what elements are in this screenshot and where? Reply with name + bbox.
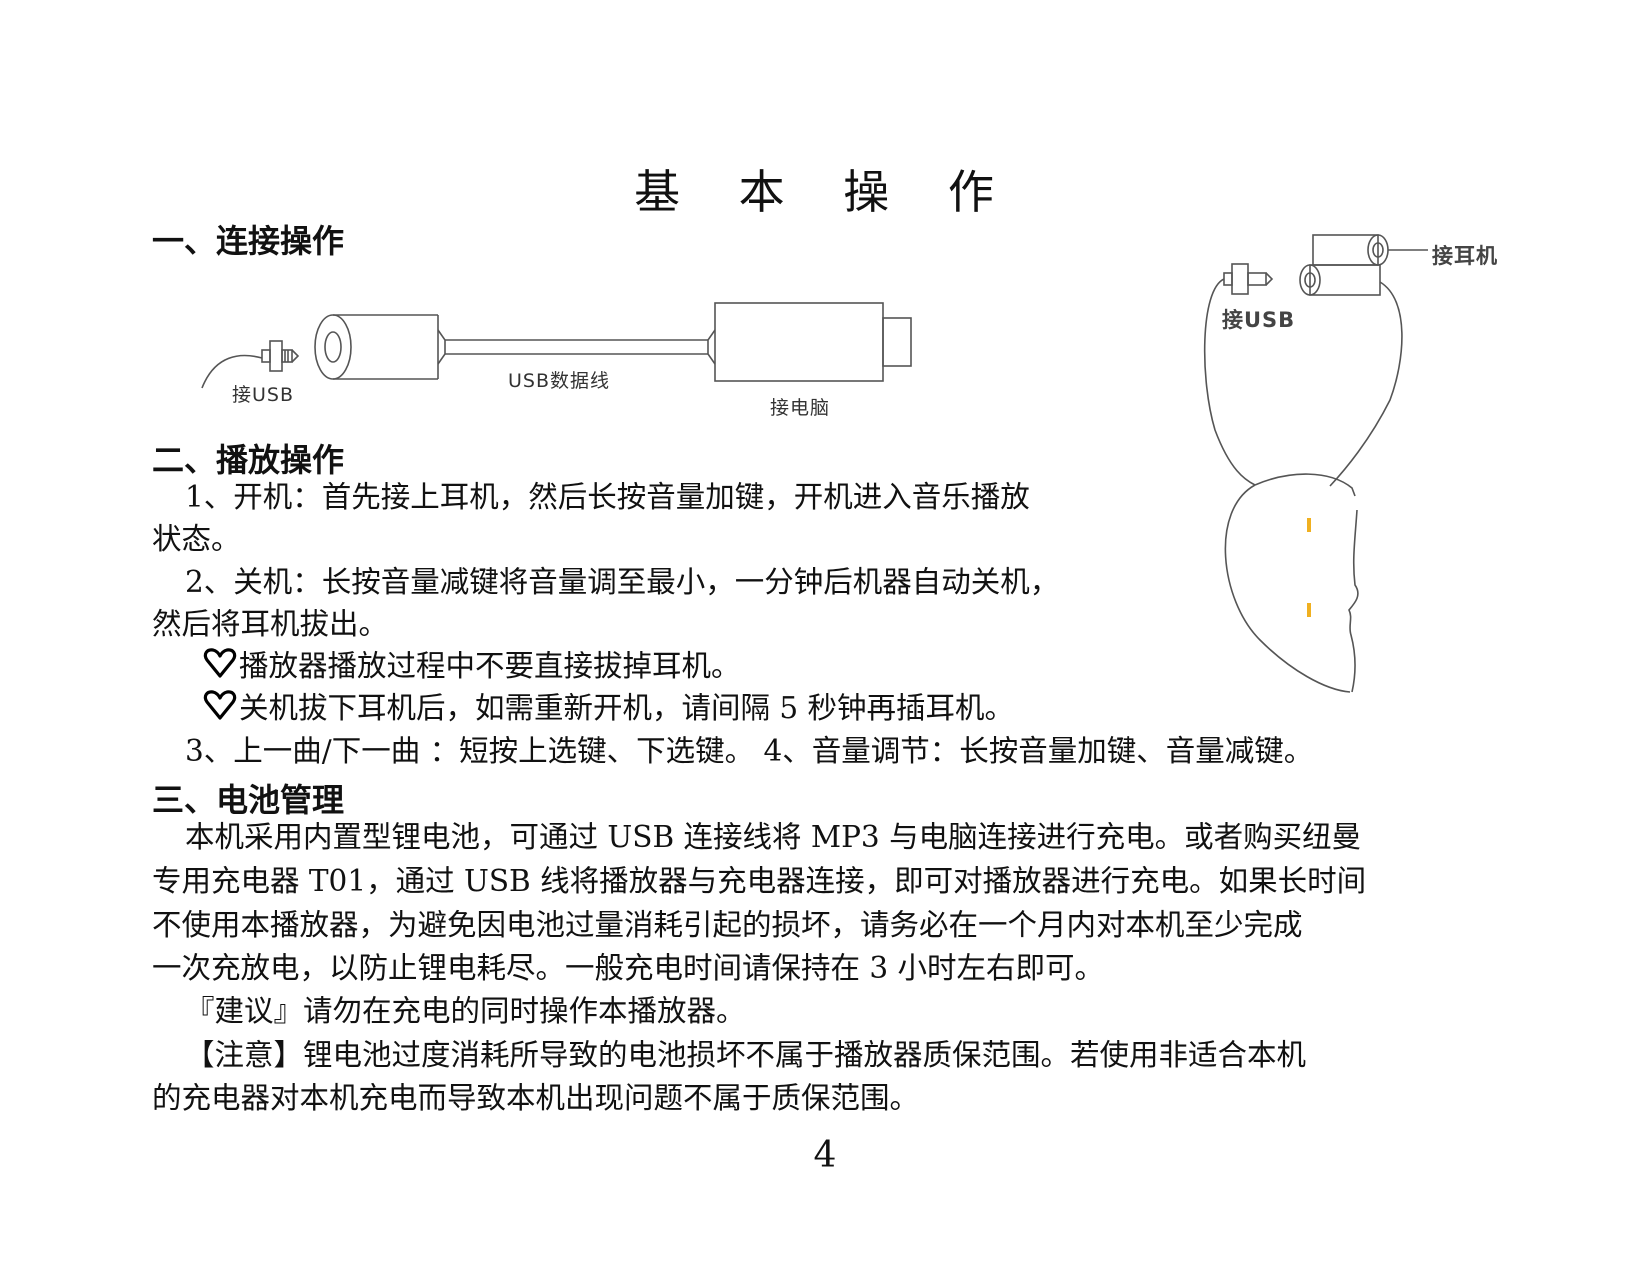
power-off-line2: 然后将耳机拔出。 bbox=[152, 607, 389, 641]
notice-line2: 的充电器对本机充电而导致本机出现问题不属于质保范围。 bbox=[152, 1081, 920, 1115]
notice-line1: 【注意】锂电池过度消耗所导致的电池损坏不属于播放器质保范围。若使用非适合本机 bbox=[185, 1038, 1307, 1072]
power-off-line1: 2、关机：长按音量减键将音量调至最小，一分钟后机器自动关机， bbox=[185, 565, 1060, 599]
battery-para-line1: 本机采用内置型锂电池，可通过 USB 连接线将 MP3 与电脑连接进行充电。或者… bbox=[185, 820, 1362, 854]
heart-outline-icon bbox=[203, 648, 237, 678]
power-on-line2: 状态。 bbox=[152, 522, 241, 556]
usb-cable-label: USB数据线 bbox=[508, 370, 611, 392]
note-item-2: 关机拔下耳机后，如需重新开机，请间隔 5 秒钟再插耳机。 bbox=[203, 687, 1014, 729]
section-heading-playback: 二、播放操作 bbox=[152, 441, 345, 479]
track-volume-line: 3、上一曲/下一曲 ：短按上选键、下选键。 4、音量调节：长按音量加键、音量减键… bbox=[185, 734, 1314, 768]
side-usb-label: 接USB bbox=[1222, 308, 1296, 332]
page-title: 基 本 操 作 bbox=[634, 165, 1016, 219]
battery-para-line4: 一次充放电，以防止锂电耗尽。一般充电时间请保持在 3 小时左右即可。 bbox=[152, 951, 1105, 985]
computer-label: 接电脑 bbox=[770, 397, 831, 419]
note-text-2: 关机拔下耳机后，如需重新开机，请间隔 5 秒钟再插耳机。 bbox=[239, 691, 1015, 725]
heart-outline-icon bbox=[203, 690, 237, 720]
page-number: 4 bbox=[813, 1135, 837, 1176]
usb-plug-label: 接USB bbox=[232, 384, 295, 406]
battery-para-line3: 不使用本播放器，为避免因电池过量消耗引起的损坏，请务必在一个月内对本机至少完成 bbox=[152, 908, 1303, 942]
power-on-line1: 1、开机：首先接上耳机，然后长按音量加键，开机进入音乐播放 bbox=[185, 480, 1030, 514]
section-heading-battery: 三、电池管理 bbox=[152, 781, 345, 819]
section-heading-connect: 一、连接操作 bbox=[152, 222, 345, 260]
suggestion-line: 『建议』请勿在充电的同时操作本播放器。 bbox=[185, 994, 746, 1028]
note-text-1: 播放器播放过程中不要直接拔掉耳机。 bbox=[239, 649, 741, 683]
earphone-label: 接耳机 bbox=[1432, 244, 1498, 268]
battery-para-line2: 专用充电器 T01，通过 USB 线将播放器与充电器连接，即可对播放器进行充电。… bbox=[152, 864, 1367, 898]
note-item-1: 播放器播放过程中不要直接拔掉耳机。 bbox=[203, 645, 741, 687]
